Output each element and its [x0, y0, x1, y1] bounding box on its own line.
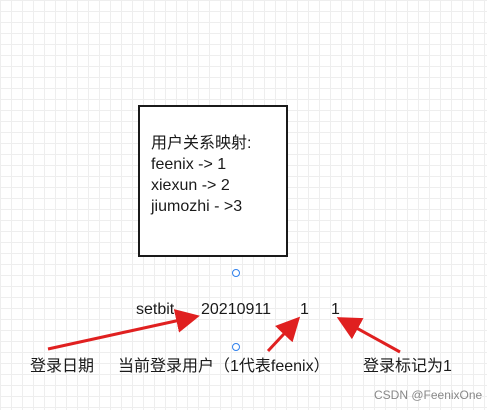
connection-handle-bottom[interactable]: [232, 343, 240, 351]
user-annotation: 当前登录用户（1代表feenix）: [118, 358, 330, 375]
command-keyword: setbit: [136, 301, 175, 318]
mapping-entry-feenix: feenix -> 1: [151, 156, 227, 173]
arrow-to-date: [47, 309, 200, 351]
mapping-entry-jiumozhi: jiumozhi - >3: [151, 198, 243, 215]
connection-handle-top[interactable]: [232, 269, 240, 277]
user-mapping-box: 用户关系映射: feenix -> 1 xiexun -> 2 jiumozhi…: [138, 105, 288, 257]
command-date: 20210911: [201, 301, 271, 318]
date-annotation: 登录日期: [30, 358, 95, 375]
command-value: 1: [331, 301, 340, 318]
flag-annotation: 登录标记为1: [363, 358, 452, 375]
mapping-entry-xiexun: xiexun -> 2: [151, 177, 230, 194]
arrow-to-value: [336, 317, 401, 354]
arrow-to-offset: [266, 316, 301, 353]
command-offset: 1: [300, 301, 309, 318]
mapping-title: 用户关系映射:: [151, 135, 252, 152]
watermark: CSDN @FeenixOne: [374, 388, 483, 402]
